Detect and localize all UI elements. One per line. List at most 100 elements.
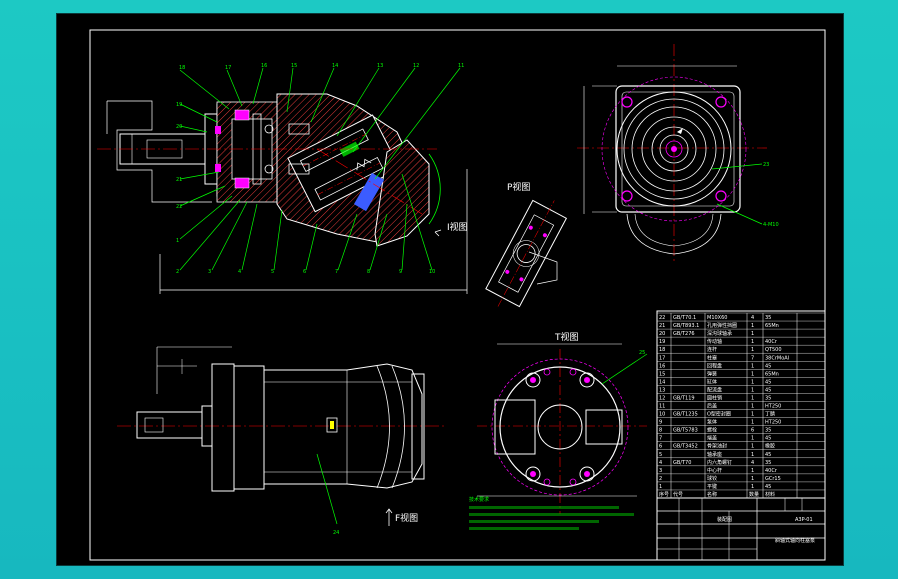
- svg-text:15: 15: [291, 63, 297, 69]
- bom-row-name: O型密封圈: [707, 411, 731, 418]
- bom-row-code: GB/T70: [673, 460, 691, 466]
- svg-text:2: 2: [176, 269, 179, 275]
- bom-row-material: 35: [765, 395, 771, 401]
- bom-row-qty: 1: [751, 468, 754, 474]
- bom-row-code: GB/T893.1: [673, 323, 699, 329]
- bom-row-qty: 1: [751, 379, 754, 385]
- bom-row-material: 65Mn: [765, 323, 779, 329]
- bom-row-no: 18: [659, 347, 665, 353]
- bom-row-qty: 7: [751, 355, 754, 361]
- material-cell: 装配图: [717, 516, 732, 523]
- svg-text:4-M10: 4-M10: [763, 222, 779, 228]
- bom-row-qty: 1: [751, 347, 754, 353]
- bom-row-qty: 1: [751, 371, 754, 377]
- svg-text:18: 18: [179, 65, 185, 71]
- svg-text:21: 21: [176, 177, 182, 183]
- bom-row-name: 中心杆: [707, 467, 722, 474]
- bom-row-material: GCr15: [765, 476, 781, 482]
- bom-row-name: M10X60: [707, 315, 727, 321]
- bom-row-no: 6: [659, 444, 662, 450]
- bom-row-material: 35: [765, 460, 771, 466]
- svg-text:24: 24: [333, 530, 339, 536]
- svg-text:22: 22: [176, 204, 182, 210]
- bom-row-material: 橡胶: [765, 443, 775, 450]
- bom-row-material: 45: [765, 379, 771, 385]
- bom-row-qty: 4: [751, 460, 754, 466]
- bom-row-name: 孔用弹性挡圈: [707, 322, 737, 329]
- bom-row-qty: 1: [751, 331, 754, 337]
- svg-text:20: 20: [176, 124, 182, 130]
- bom-row-material: 65Mn: [765, 371, 779, 377]
- t-view-label: T视图: [554, 331, 579, 343]
- bom-row-qty: 1: [751, 484, 754, 490]
- bom-row-material: 45: [765, 363, 771, 369]
- bom-row-qty: 1: [751, 412, 754, 418]
- bom-header-material: 材料: [765, 491, 775, 498]
- bom-row-name: 平键: [707, 483, 717, 490]
- bom-header-name: 名称: [707, 491, 717, 498]
- bom-header-code: 代号: [673, 491, 683, 498]
- bom-row-no: 7: [659, 436, 662, 442]
- svg-text:6: 6: [303, 269, 306, 275]
- bom-row-code: GB/T5783: [673, 428, 698, 434]
- svg-text:14: 14: [332, 63, 338, 69]
- f-view-label: F视图: [395, 512, 418, 524]
- bom-row-qty: 4: [751, 315, 754, 321]
- end-view: 23 4-M10: [577, 44, 779, 264]
- bom-row-qty: 1: [751, 387, 754, 393]
- svg-text:9: 9: [399, 269, 402, 275]
- svg-text:3: 3: [208, 269, 211, 275]
- p-view-label: P视图: [507, 181, 530, 193]
- inner-border: [89, 29, 826, 561]
- bom-row-no: 1: [659, 484, 662, 490]
- bom-row-qty: 1: [751, 363, 754, 369]
- bom-row-no: 8: [659, 428, 662, 434]
- bom-row-qty: 1: [751, 404, 754, 410]
- bom-row-no: 21: [659, 323, 665, 329]
- bom-row-name: 端盖: [707, 435, 717, 442]
- bom-row-material: 35: [765, 315, 771, 321]
- bom-row-name: 传动轴: [707, 338, 722, 345]
- svg-text:5: 5: [271, 269, 274, 275]
- bom-row-qty: 1: [751, 476, 754, 482]
- bom-row-material: 40Cr: [765, 339, 778, 345]
- svg-text:4: 4: [238, 269, 241, 275]
- bom-row-code: GB/T276: [673, 331, 695, 337]
- side-view: 24 F视图: [117, 346, 447, 536]
- bom-row-no: 11: [659, 404, 665, 410]
- bom-row-material: HT250: [765, 404, 781, 410]
- bom-row-name: 轴承座: [707, 451, 722, 458]
- bom-row-name: 连杆: [707, 346, 717, 353]
- drawing-name: 斜轴式轴向柱塞泵: [775, 537, 815, 544]
- bom-row-no: 22: [659, 315, 665, 321]
- bom-row-no: 13: [659, 387, 665, 393]
- svg-text:17: 17: [225, 65, 231, 71]
- drawing-number: A3P-01: [795, 517, 813, 523]
- bom-row-no: 17: [659, 355, 665, 361]
- t-view: T视图 25: [477, 331, 648, 514]
- svg-text:16: 16: [261, 63, 267, 69]
- bom-row-code: GB/T70.1: [673, 315, 696, 321]
- bom-row-name: 配流盘: [707, 386, 722, 393]
- bom-row-qty: 1: [751, 452, 754, 458]
- bom-row-qty: 1: [751, 323, 754, 329]
- bom-row-qty: 1: [751, 395, 754, 401]
- bom-row-material: 45: [765, 387, 771, 393]
- bom-row-qty: 1: [751, 420, 754, 426]
- bom-row-qty: 1: [751, 444, 754, 450]
- bom-row-name: 深沟球轴承: [707, 330, 732, 337]
- bom-row-name: 后盖: [707, 403, 717, 410]
- bom-row-qty: 1: [751, 339, 754, 345]
- bom-row-no: 19: [659, 339, 665, 345]
- i-view-label: I视图: [447, 221, 468, 233]
- bom-row-no: 2: [659, 476, 662, 482]
- bom-row-no: 5: [659, 452, 662, 458]
- bom-row-code: GB/T1235: [673, 412, 698, 418]
- bom-row-material: 45: [765, 436, 771, 442]
- bom-row-name: 球铰: [707, 475, 717, 482]
- bom-row-no: 4: [659, 460, 662, 466]
- bom-row-material: 45: [765, 484, 771, 490]
- bom-row-code: GB/T119: [673, 395, 695, 401]
